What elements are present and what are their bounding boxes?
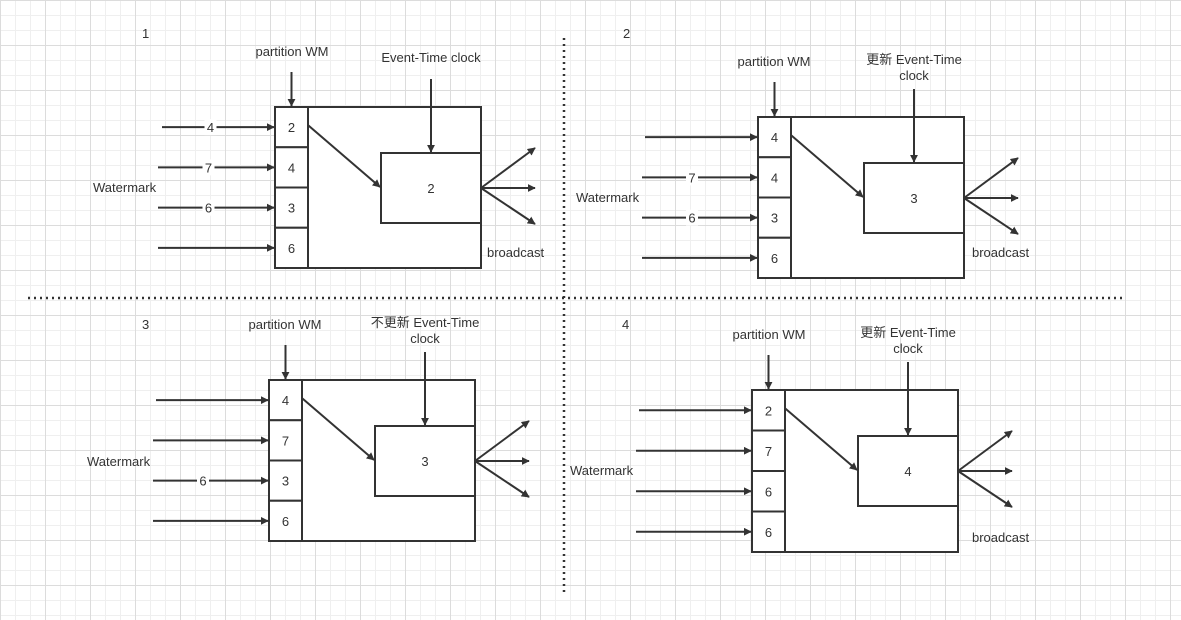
broadcast-arrow xyxy=(957,430,1013,472)
input-label: 7 xyxy=(205,160,212,175)
clock-label: 不更新 Event-Time xyxy=(371,315,480,330)
min-watermark-arrow xyxy=(784,407,858,471)
input-label: 7 xyxy=(688,170,695,185)
clock-label-line2: clock xyxy=(899,68,929,83)
partition-cell xyxy=(757,116,792,159)
event-time-clock-box xyxy=(863,162,965,234)
min-watermark-arrow xyxy=(301,397,375,461)
broadcast-arrow xyxy=(480,147,536,189)
input-label-bg xyxy=(686,169,698,186)
input-label: 6 xyxy=(688,211,695,226)
input-label: 6 xyxy=(205,201,212,216)
partition-value: 2 xyxy=(288,120,295,135)
partition-value: 6 xyxy=(765,484,772,499)
partition-value: 2 xyxy=(765,403,772,418)
broadcast-arrow xyxy=(957,470,1013,508)
partition-value: 6 xyxy=(288,241,295,256)
input-label-bg xyxy=(202,199,215,216)
partition-cell xyxy=(751,510,786,553)
partition-wm-label: partition WM xyxy=(256,44,329,59)
partition-wm-label: partition WM xyxy=(249,317,322,332)
partition-value: 6 xyxy=(771,251,778,266)
partition-wm-label: partition WM xyxy=(738,54,811,69)
watermark-label: Watermark xyxy=(576,190,640,205)
event-time-clock-value: 3 xyxy=(910,191,917,206)
partition-cell xyxy=(274,106,309,149)
panel-index: 2 xyxy=(623,26,630,41)
clock-label: 更新 Event-Time xyxy=(866,52,962,67)
clock-label-line2: clock xyxy=(410,331,440,346)
partition-value: 3 xyxy=(288,201,295,216)
partition-value: 4 xyxy=(288,160,295,175)
partition-cell xyxy=(274,226,309,269)
partition-cell xyxy=(268,379,303,422)
input-label-bg xyxy=(197,472,209,489)
panel-index: 4 xyxy=(622,317,629,332)
event-time-clock-value: 2 xyxy=(427,181,434,196)
clock-label: 更新 Event-Time xyxy=(860,325,956,340)
clock-label: Event-Time clock xyxy=(381,50,481,65)
partition-value: 7 xyxy=(282,433,289,448)
panel-index: 1 xyxy=(142,26,149,41)
broadcast-arrow xyxy=(474,420,530,462)
broadcast-arrow xyxy=(963,157,1019,199)
partition-cell xyxy=(751,470,786,513)
partition-cell xyxy=(268,499,303,542)
broadcast-arrow xyxy=(474,460,530,498)
partition-value: 3 xyxy=(771,211,778,226)
event-time-clock-value: 4 xyxy=(904,464,911,479)
min-watermark-arrow xyxy=(307,124,381,188)
panel-3: 3 4 7 3 6 6 partition WM 3 不更新 Event-TimeclockWa… xyxy=(87,315,530,542)
partition-wm-label: partition WM xyxy=(733,327,806,342)
partition-value: 6 xyxy=(765,525,772,540)
min-watermark-arrow xyxy=(790,134,864,198)
partition-value: 6 xyxy=(282,514,289,529)
partition-cell xyxy=(274,146,309,189)
event-time-clock-box xyxy=(857,435,959,507)
event-time-clock-box xyxy=(380,152,482,224)
panel-1: 1 2 4 4 7 3 6 6 partition WM 2 Event-Time clock bro… xyxy=(93,26,544,269)
watermark-label: Watermark xyxy=(93,180,157,195)
broadcast-label: broadcast xyxy=(972,530,1029,545)
input-label-bg xyxy=(204,119,217,136)
partition-value: 4 xyxy=(771,170,778,185)
watermark-label: Watermark xyxy=(87,454,151,469)
partition-cell xyxy=(757,236,792,279)
partition-value: 4 xyxy=(771,130,778,145)
partition-value: 4 xyxy=(282,393,289,408)
input-label: 4 xyxy=(207,120,214,135)
input-label: 6 xyxy=(199,474,206,489)
partition-value: 3 xyxy=(282,474,289,489)
panel-index: 3 xyxy=(142,317,149,332)
clock-label-line2: clock xyxy=(893,341,923,356)
partition-value: 7 xyxy=(765,444,772,459)
input-label-bg xyxy=(202,159,215,176)
broadcast-label: broadcast xyxy=(487,245,544,260)
watermark-label: Watermark xyxy=(570,463,634,478)
input-label-bg xyxy=(686,209,698,226)
broadcast-arrow xyxy=(963,197,1019,235)
broadcast-arrow xyxy=(480,187,536,225)
event-time-clock-value: 3 xyxy=(421,454,428,469)
broadcast-label: broadcast xyxy=(972,245,1029,260)
